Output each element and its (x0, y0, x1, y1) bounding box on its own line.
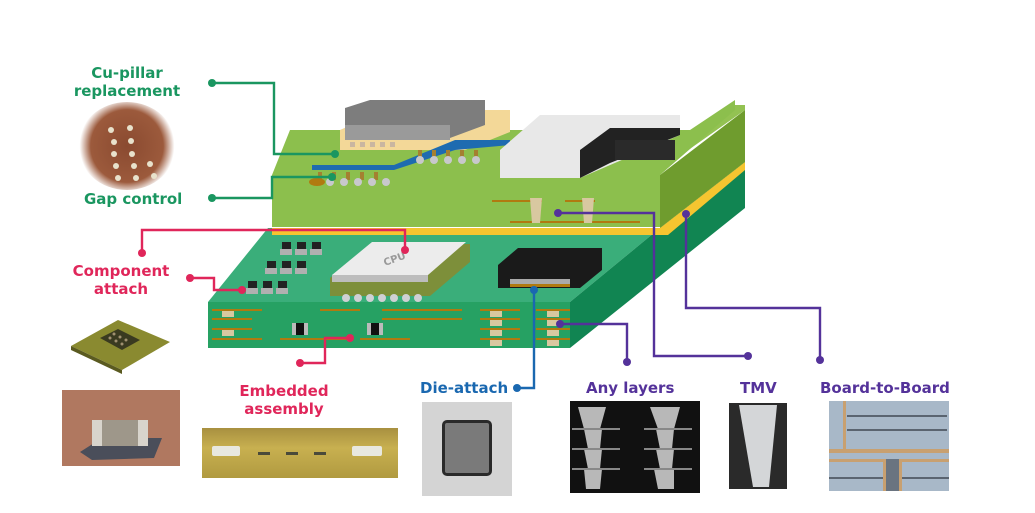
board-to-board-cross-section (829, 401, 949, 491)
cu-pillar-callout-line (212, 81, 335, 156)
smd-capacitor-photo (62, 390, 180, 466)
label-embedded-assembly: Embedded assembly (234, 382, 334, 418)
callout-lines (140, 81, 822, 390)
cu-pillar-micrograph (78, 102, 176, 190)
embedded-callout-line (300, 336, 350, 365)
callout-dots (138, 79, 824, 392)
die-attach-callout-line (517, 290, 536, 390)
die-attach-xray (422, 402, 512, 496)
die-attach-package (498, 248, 602, 288)
label-die-attach: Die-attach (420, 379, 509, 397)
label-component-attach-line1: Component (72, 262, 170, 280)
component-attach-callout-line-2 (190, 276, 242, 292)
component-attach-callout-line-1 (140, 228, 407, 253)
label-component-attach: Component attach (66, 262, 176, 298)
tmv-cross-section (729, 403, 787, 489)
upper-component (500, 115, 680, 178)
tmv-callout-line (558, 211, 748, 358)
cpu-package-photo (66, 318, 176, 378)
label-board-to-board: Board-to-Board (820, 379, 950, 397)
label-tmv: TMV (740, 379, 777, 397)
cpu-chip: CPU (330, 242, 470, 302)
gap-control-callout-line (212, 175, 332, 200)
b2b-callout-line (684, 214, 822, 360)
label-cu-pillar: Cu-pillar replacement (72, 64, 182, 100)
label-any-layers: Any layers (586, 379, 675, 397)
label-embedded-line1: Embedded (239, 382, 329, 400)
label-cu-pillar-line1: Cu-pillar (91, 64, 163, 82)
label-cu-pillar-line2: replacement (73, 82, 181, 100)
any-layers-cross-section (570, 401, 700, 493)
smd-chip-array (246, 242, 322, 294)
embedded-components (292, 323, 383, 335)
cu-pillar-package (309, 100, 510, 186)
label-embedded-line2: assembly (244, 400, 324, 418)
embedded-cross-section (202, 428, 398, 478)
label-gap-control: Gap control (84, 190, 183, 208)
label-component-attach-line2: attach (93, 280, 149, 298)
any-layers-callout-line (560, 322, 629, 362)
